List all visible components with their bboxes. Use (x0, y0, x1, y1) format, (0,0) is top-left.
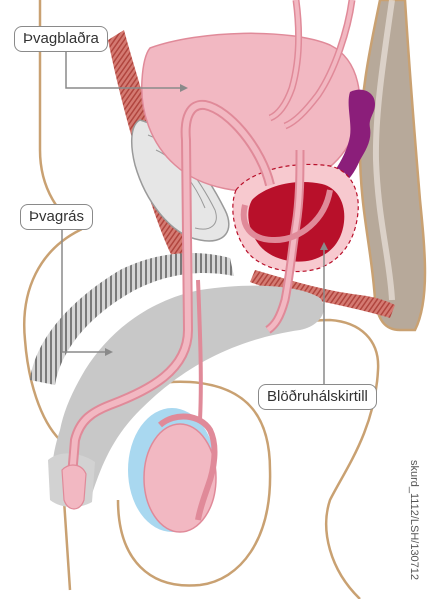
bladder-label: Þvagblaðra (14, 26, 108, 52)
prostate-label: Blöðruhálskirtill (258, 384, 377, 410)
credit-text: skurd_1112/LSH/130712 (408, 460, 420, 580)
glans (62, 465, 86, 509)
spermatic-cord (198, 280, 201, 420)
body-outline-inner (245, 320, 378, 599)
urethra-label: Þvagrás (20, 204, 93, 230)
credit-container: skurd_1112/LSH/130712 (403, 450, 425, 590)
testis (144, 424, 216, 532)
